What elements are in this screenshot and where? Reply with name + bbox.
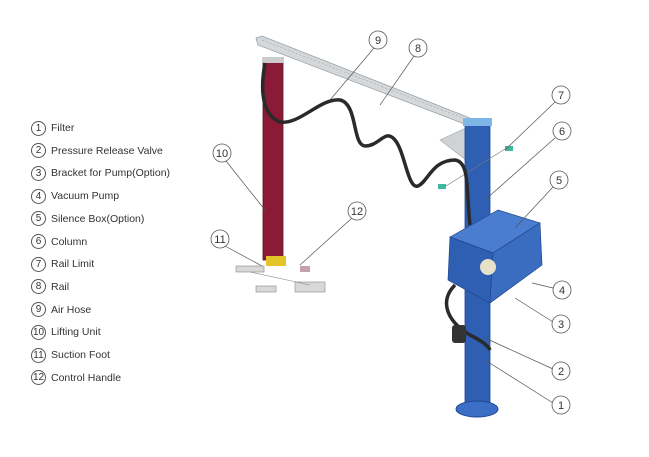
callout-circle-icon [552,280,572,300]
callout-circle-icon [408,38,428,58]
legend-item: 12 Control Handle [31,369,121,387]
legend-number-icon: 1 [31,120,46,136]
legend-number-icon: 7 [31,256,46,272]
legend-number-icon: 3 [31,165,46,181]
legend-label: Air Hose [51,303,92,316]
air-hose [260,62,472,226]
lifting-unit [262,59,284,261]
callout-12: 12 [347,201,367,221]
legend-label: Lifting Unit [51,326,101,339]
callout-10: 10 [212,143,232,163]
callout-number: 8 [415,43,421,55]
legend-label: Bracket for Pump(Option) [51,167,171,180]
legend-item: 11 Suction Foot [31,346,110,364]
legend-number-icon: 6 [31,234,46,249]
callout-number: 3 [558,319,564,331]
legend-label: Control Handle [51,371,122,384]
legend-number-icon: 5 [31,211,46,227]
legend-number-icon: 4 [31,188,46,204]
callout-number: 2 [558,366,564,378]
legend-label: Rail [51,280,70,293]
legend-number-icon: 12 [31,370,46,386]
callout-4: 4 [552,280,572,300]
legend-label: Pressure Release Valve [51,144,163,157]
callout-2: 2 [551,361,571,381]
legend-number-icon: 9 [31,302,46,318]
silence-box-side [489,222,543,304]
callout-11: 11 [210,229,230,249]
callout-circle-icon [551,395,571,415]
callout-9: 9 [368,30,388,50]
callout-circle-icon [368,30,388,50]
vacuum-pump [480,259,496,275]
callout-3: 3 [551,314,571,334]
legend-item: 4 Vacuum Pump [31,187,119,205]
legend-item: 8 Rail [31,278,69,296]
legend-item: 10 Lifting Unit [31,323,101,341]
legend-label: Vacuum Pump [51,190,120,203]
callout-number: 11 [214,234,225,246]
rail-bracket [439,127,467,161]
legend-item: 2 Pressure Release Valve [31,142,163,160]
suction-foot [235,265,326,293]
callout-circle-icon [551,85,571,105]
callout-number: 1 [558,400,564,412]
callout-number: 10 [216,148,228,160]
callout-circle-icon [212,143,232,163]
callout-number: 7 [558,90,564,102]
callout-circle-icon [551,361,571,381]
legend-item: 9 Air Hose [31,301,91,319]
legend-number-icon: 11 [31,347,46,363]
callout-circle-icon [549,170,569,190]
callout-8: 8 [408,38,428,58]
legend-label: Column [51,235,88,248]
legend-number-icon: 10 [31,324,46,340]
column-base-plate [455,400,499,418]
filter [452,325,466,343]
callout-number: 4 [559,285,565,297]
legend-item: 6 Column [31,233,87,251]
legend-number-icon: 2 [31,143,46,159]
callout-circle-icon [551,314,571,334]
callout-circle-icon [210,229,230,249]
rail-limit [505,146,513,151]
control-handle [300,266,310,272]
callout-1: 1 [551,395,571,415]
callout-6: 6 [552,121,572,141]
legend-item: 7 Rail Limit [31,255,94,273]
callout-number: 9 [375,35,381,47]
legend-label: Silence Box(Option) [51,212,145,225]
legend-number-icon: 8 [31,279,46,295]
legend-label: Suction Foot [51,349,110,361]
callout-number: 12 [351,206,363,218]
callout-circle-icon [347,201,367,221]
callout-7: 7 [551,85,571,105]
legend-label: Filter [51,122,75,134]
legend-label: Rail Limit [51,258,95,271]
callout-number: 6 [559,126,565,138]
rail [255,35,471,127]
callout-number: 5 [556,175,562,187]
callout-5: 5 [549,170,569,190]
legend-item: 5 Silence Box(Option) [31,210,144,228]
legend-item: 1 Filter [31,119,74,137]
legend-item: 3 Bracket for Pump(Option) [31,164,170,182]
callout-circle-icon [552,121,572,141]
